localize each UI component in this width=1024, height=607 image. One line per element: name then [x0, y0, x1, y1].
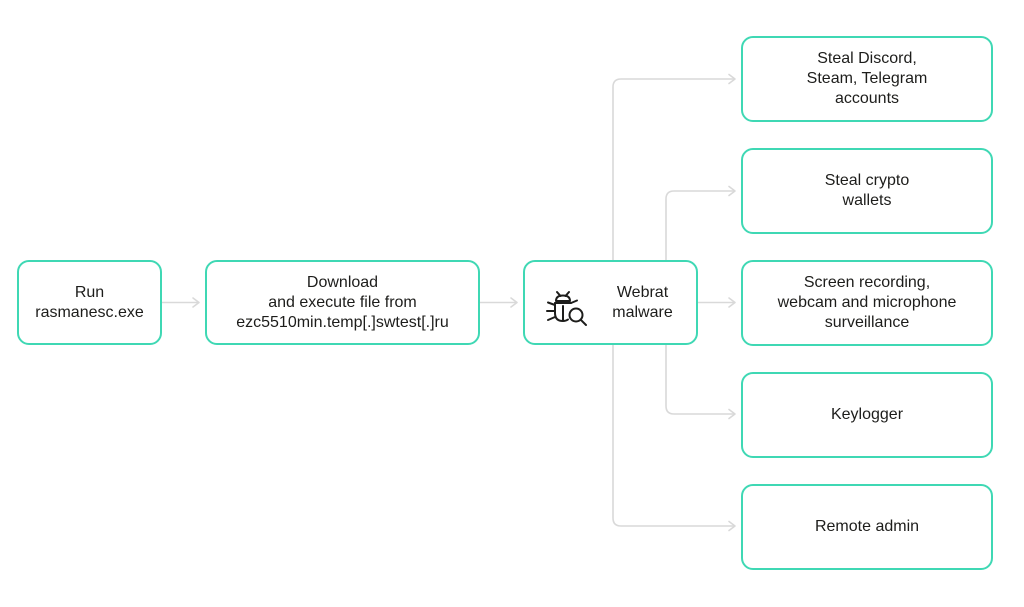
- node-steal-crypto-line-2: wallets: [842, 192, 892, 209]
- node-steal-crypto: Steal crypto wallets: [741, 148, 993, 234]
- node-download-line-3: ezc5510min.temp[.]swtest[.]ru: [236, 313, 449, 331]
- node-steal-accounts-line-2: Steam, Telegram: [806, 70, 928, 87]
- bug-search-icon: [546, 291, 587, 326]
- node-webrat-line-1: Webrat: [616, 283, 669, 301]
- node-run-line-2: rasmanesc.exe: [35, 303, 144, 321]
- arrowhead-webrat-remote: [728, 520, 736, 532]
- connector-webrat-crypto: [665, 190, 735, 261]
- node-steal-accounts: Steal Discord, Steam, Telegram accounts: [741, 36, 993, 122]
- node-remote-admin-line-1: Remote admin: [814, 518, 920, 535]
- node-screen-recording-line-1: Screen recording,: [803, 274, 931, 291]
- node-screen-recording-line-3: surveillance: [824, 314, 910, 331]
- arrowhead-webrat-accounts: [728, 73, 736, 85]
- node-screen-recording: Screen recording, webcam and microphone …: [741, 260, 993, 346]
- connector-webrat-accounts: [612, 78, 735, 261]
- arrowhead-run-download: [192, 297, 200, 308]
- node-keylogger-line-1: Keylogger: [830, 406, 904, 423]
- arrowhead-webrat-crypto: [728, 185, 736, 197]
- node-screen-recording-line-2: webcam and microphone: [777, 294, 957, 311]
- node-steal-accounts-line-1: Steal Discord,: [817, 50, 917, 67]
- node-run: Run rasmanesc.exe: [17, 260, 162, 345]
- arrowhead-webrat-keylogger: [728, 408, 736, 420]
- node-steal-crypto-line-1: Steal crypto: [824, 172, 910, 189]
- node-webrat-line-2: malware: [612, 303, 673, 321]
- node-keylogger: Keylogger: [741, 372, 993, 458]
- node-download-line-1: Download: [306, 273, 379, 291]
- arrowhead-download-webrat: [510, 297, 518, 308]
- node-webrat: Webrat malware: [523, 260, 698, 345]
- node-run-line-1: Run: [74, 283, 105, 301]
- connector-webrat-keylogger: [665, 344, 735, 415]
- arrowhead-webrat-screen: [728, 297, 736, 308]
- connector-webrat-remote: [612, 344, 735, 527]
- node-download-line-2: and execute file from: [268, 293, 417, 311]
- node-download: Download and execute file from ezc5510mi…: [205, 260, 480, 345]
- node-steal-accounts-line-3: accounts: [834, 90, 900, 107]
- node-remote-admin: Remote admin: [741, 484, 993, 570]
